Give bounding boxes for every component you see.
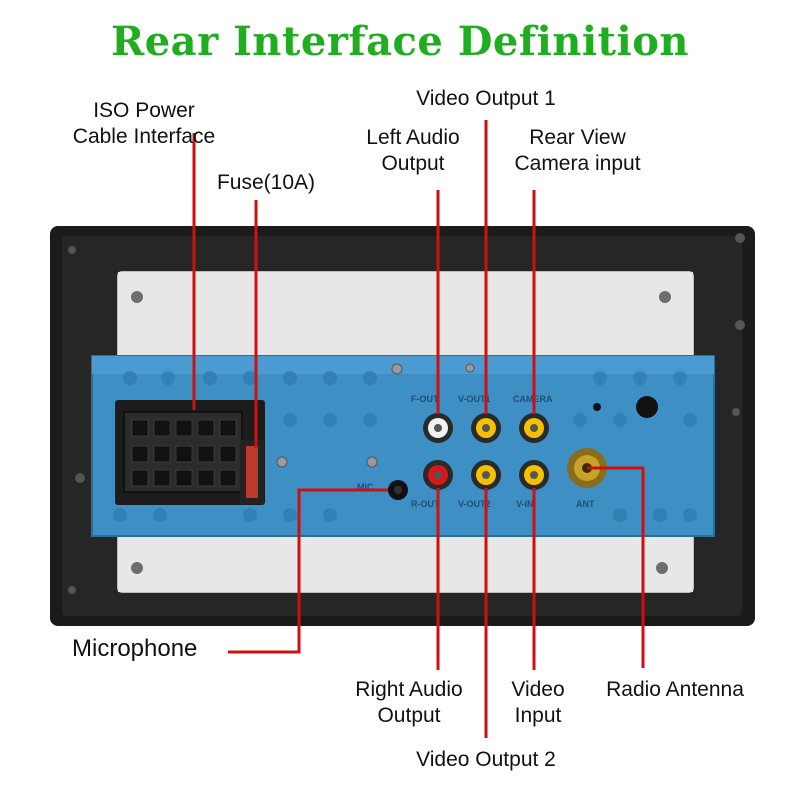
- rca-video-output-2: [471, 460, 501, 490]
- label-microphone: Microphone: [72, 635, 198, 662]
- fuse-holder: [240, 440, 264, 504]
- marking-v-out2: V-OUT2: [458, 499, 491, 509]
- marking-v-in: V-IN: [516, 499, 534, 509]
- label-rear-view: Rear View Camera input: [514, 126, 641, 175]
- diagram-title: Rear Interface Definition: [110, 18, 689, 65]
- leader-radio-antenna: [587, 466, 645, 668]
- rca-video-output-1: [471, 413, 501, 443]
- panel-screws: [276, 363, 475, 468]
- plate-screws: [131, 291, 671, 574]
- marking-mic: MIC: [357, 482, 374, 492]
- leader-lines: [192, 120, 645, 738]
- marking-v-out1: V-OUT1: [458, 394, 491, 404]
- marking-r-out: R-OUT: [411, 499, 440, 509]
- rca-rear-camera: [519, 413, 549, 443]
- rca-left-audio: [423, 413, 453, 443]
- label-left-audio: Left Audio Output: [366, 126, 460, 175]
- leader-microphone: [228, 488, 388, 654]
- rca-right-audio: [423, 460, 453, 490]
- frame-screws: [68, 233, 745, 594]
- panel-hole-small: [593, 403, 601, 411]
- label-fuse: Fuse(10A): [216, 171, 316, 194]
- label-iso-power: ISO Power Cable Interface: [72, 99, 216, 148]
- marking-ant: ANT: [576, 499, 595, 509]
- label-right-audio: Right Audio Output: [355, 678, 463, 727]
- panel-dimples: [113, 371, 697, 522]
- label-radio-antenna: Radio Antenna: [606, 678, 744, 701]
- label-video-output-2: Video Output 2: [416, 748, 556, 771]
- label-video-output-1: Video Output 1: [416, 87, 556, 110]
- iso-power-connector: [115, 400, 265, 505]
- label-video-input: Video Input: [511, 678, 565, 727]
- marking-f-out: F-OUT: [411, 394, 439, 404]
- microphone-jack: [388, 480, 408, 500]
- panel-hole: [636, 396, 658, 418]
- rca-video-input: [519, 460, 549, 490]
